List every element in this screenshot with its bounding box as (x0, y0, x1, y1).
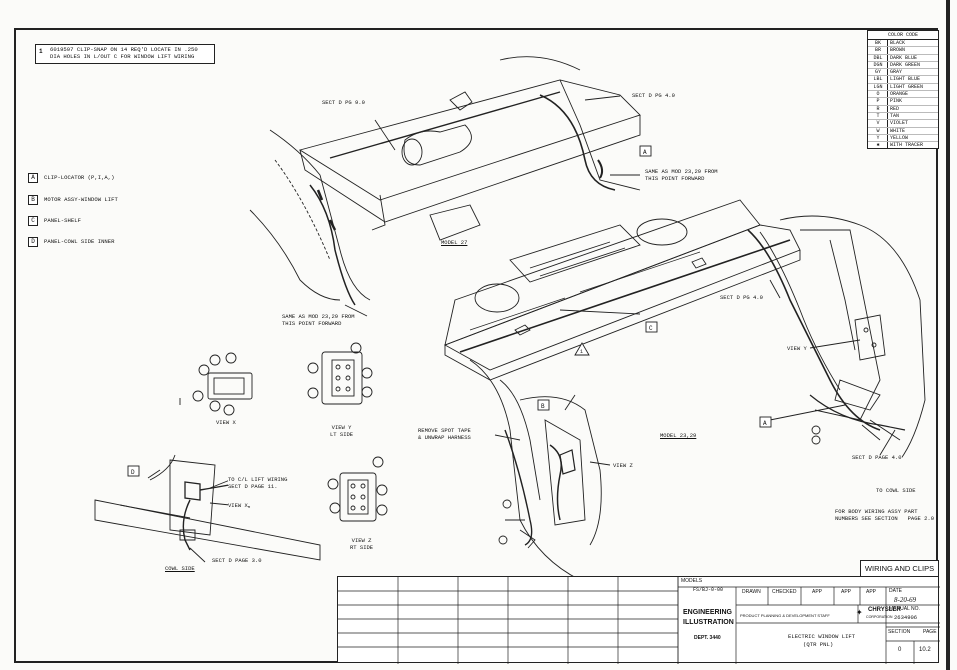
svg-text:A: A (643, 149, 647, 156)
app-label-3: APP (866, 589, 877, 595)
company-sub: CORPORATION (866, 615, 893, 619)
color-code-row: ✱WITH TRACER (876, 142, 924, 149)
caption-view-y: VIEW Y LT SIDE (330, 424, 354, 438)
callout-same-as-left: SAME AS MOD 23,29 FROM THIS POINT FORWAR… (282, 313, 355, 327)
callout-to-cl-lift: TO C/L LIFT WIRING SECT D PAGE 11. (228, 476, 288, 490)
page-value: 10.2 (919, 647, 931, 653)
legend-label: CLIP-LOCATOR (P,I,A,) (44, 174, 115, 181)
note-number: 1 (39, 48, 43, 55)
drawn-label: DRAWN (742, 589, 761, 595)
date-label: DATE (889, 588, 902, 594)
engineering-label: ENGINEERING (683, 609, 733, 616)
sheet-edge (946, 0, 950, 670)
caption-view-z: VIEW Z RT SIDE (350, 537, 374, 551)
dept-name: PRODUCT PLANNING & DEVELOPMENT STAFF (740, 613, 830, 618)
legend-key: D (28, 237, 38, 247)
svg-text:A: A (763, 420, 767, 427)
callout-remove-tape: REMOVE SPOT TAPE & UNWRAP HARNESS (418, 427, 471, 441)
note-text: 6019597 CLIP-SNAP ON 14 REQ'D LOCATE IN … (50, 46, 198, 60)
drawing-title: ELECTRIC WINDOW LIFT (788, 633, 856, 640)
company-name: CHRYSLER (868, 607, 901, 613)
legend-key: B (28, 195, 38, 205)
section-value: 0 (898, 647, 902, 653)
callout-sect-d-4-mid: SECT D PG 4.0 (720, 294, 763, 302)
app-label-1: APP (812, 589, 823, 595)
checked-label: CHECKED (772, 589, 797, 595)
general-note: 1 6019597 CLIP-SNAP ON 14 REQ'D LOCATE I… (35, 44, 215, 64)
chrysler-star-icon: ✦ (856, 608, 863, 617)
callout-view-y: VIEW Y (787, 345, 807, 353)
callout-for-body: FOR BODY WIRING ASSY PART NUMBERS SEE SE… (835, 508, 935, 522)
callout-to-cowl: TO COWL SIDE (876, 487, 916, 495)
callout-sect-d-9: SECT D PG 9.0 (322, 99, 365, 107)
callout-view-z: VIEW Z (613, 462, 633, 470)
callout-sect-d-4-low: SECT D PAGE 4.0 (852, 454, 902, 462)
drawing-subtitle: (QTR PNL) (803, 641, 834, 648)
legend-key: C (28, 216, 38, 226)
section-label: SECTION (888, 629, 911, 635)
models-label: MODELS (681, 578, 703, 584)
svg-text:B: B (541, 403, 545, 410)
callout-view-x: VIEW X (228, 502, 248, 510)
caption-cowl-side: COWL SIDE (165, 565, 195, 573)
title-block: MODELS FS/BJ-0-00 ENGINEERING ILLUSTRATI… (337, 576, 940, 664)
svg-text:1: 1 (580, 349, 583, 355)
sheet-heading: WIRING AND CLIPS (860, 560, 939, 577)
illustration-label: ILLUSTRATION (683, 619, 734, 626)
manual-no-value: 2634906 (894, 614, 918, 621)
legend-key: A (28, 173, 38, 183)
caption-view-x: VIEW X (216, 419, 236, 427)
callout-sect-d-3: SECT D PAGE 3.0 (212, 557, 262, 565)
color-code-title: COLOR CODE (868, 31, 938, 40)
legend-label: PANEL-COWL SIDE INNER (44, 238, 115, 245)
callout-model-23-29: MODEL 23,29 (660, 432, 697, 440)
callout-same-as-top: SAME AS MOD 23,29 FROM THIS POINT FORWAR… (645, 168, 718, 182)
dept-label: DEPT. 3440 (694, 635, 721, 641)
page-label: PAGE (923, 629, 937, 635)
app-label-2: APP (841, 589, 852, 595)
svg-text:C: C (649, 325, 653, 332)
callout-model-27: MODEL 27 (441, 239, 468, 247)
svg-text:D: D (131, 469, 135, 476)
models-value: FS/BJ-0-00 (693, 587, 724, 593)
callout-sect-d-4-top: SECT D PG 4.0 (632, 92, 675, 100)
legend-label: PANEL-SHELF (44, 217, 81, 224)
legend-label: MOTOR ASSY-WINDOW LIFT (44, 196, 118, 203)
manual-no-label: MANUAL NO. (889, 606, 920, 612)
date-value: 8-20-69 (894, 596, 917, 604)
